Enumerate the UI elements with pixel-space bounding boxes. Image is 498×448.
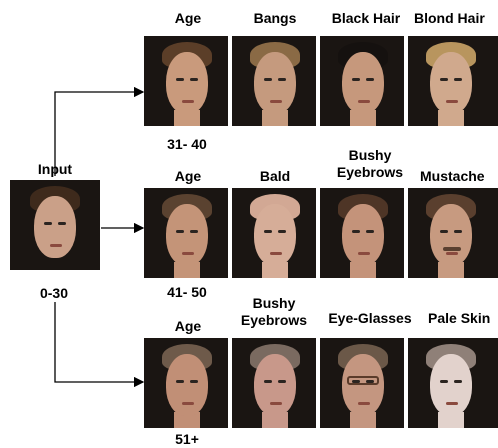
row-3-col-4-label: Pale Skin	[428, 310, 491, 326]
row-1-age-range: 31- 40	[167, 136, 207, 152]
row-3-col-1-label: Age	[174, 318, 202, 334]
row-1-col-3-label: Black Hair	[331, 10, 401, 26]
row-2-face-4-skin	[430, 204, 472, 266]
row-3-face-2-skin	[254, 354, 296, 416]
row-1-col-1-label: Age	[174, 10, 202, 26]
row-3-face-3-skin	[342, 354, 384, 416]
row-3-face-3-image	[320, 338, 404, 428]
input-face-skin	[34, 196, 76, 258]
input-face-image	[10, 180, 100, 270]
row-1-face-2-skin	[254, 52, 296, 114]
row-1-face-4-image	[408, 36, 498, 126]
row-2-face-3-image	[320, 188, 404, 278]
row-1-col-4-label: Blond Hair	[414, 10, 485, 26]
row-2-face-2-skin	[254, 204, 296, 266]
row-1-face-2-image	[232, 36, 316, 126]
row-2-face-2-image	[232, 188, 316, 278]
row-2-face-3-skin	[342, 204, 384, 266]
mustache-overlay	[443, 247, 461, 251]
row-1-col-2-label: Bangs	[253, 10, 297, 26]
row-2-face-1-image	[144, 188, 228, 278]
row-3-col-2-label: Bushy Eyebrows	[240, 295, 308, 328]
row-3-face-4-skin	[430, 354, 472, 416]
eye-glasses-overlay	[347, 376, 379, 385]
row-2-col-3-label: Bushy Eyebrows	[336, 147, 404, 180]
row-2-face-4-image	[408, 188, 498, 278]
row-3-face-2-image	[232, 338, 316, 428]
row-1-face-1-skin	[166, 52, 208, 114]
row-2-age-range: 41- 50	[167, 284, 207, 300]
arrow-to-row-1	[54, 86, 145, 176]
arrow-to-row-3	[54, 302, 145, 388]
input-age-range: 0-30	[39, 285, 69, 301]
row-3-face-1-image	[144, 338, 228, 428]
input-label: Input	[37, 161, 73, 177]
row-1-face-1-image	[144, 36, 228, 126]
row-2-col-4-label: Mustache	[420, 168, 485, 184]
row-2-face-1-skin	[166, 204, 208, 266]
row-3-age-range: 51+	[175, 431, 199, 447]
row-1-face-3-image	[320, 36, 404, 126]
row-2-col-2-label: Bald	[259, 168, 291, 184]
row-1-face-3-skin	[342, 52, 384, 114]
row-2-col-1-label: Age	[174, 168, 202, 184]
row-3-face-1-skin	[166, 354, 208, 416]
row-1-face-4-skin	[430, 52, 472, 114]
row-3-face-4-image	[408, 338, 498, 428]
row-3-col-3-label: Eye-Glasses	[328, 310, 412, 326]
